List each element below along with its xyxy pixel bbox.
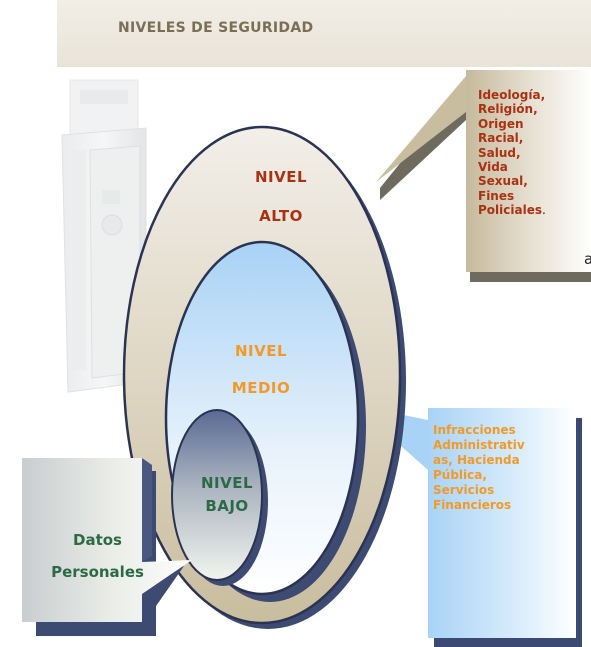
nivel-alto-line1: NIVEL [254, 168, 308, 186]
callout-alto-line: Religión, [478, 102, 538, 117]
callout-alto-period: . [541, 203, 546, 218]
title-bar [57, 0, 591, 67]
callout-alto-line: Fines [478, 188, 515, 203]
callout-medio-line: Administrativ [433, 438, 525, 452]
page-title: NIVELES DE SEGURIDAD [118, 20, 314, 36]
callout-box-alto [376, 70, 591, 282]
callout-bajo-line: Datos [73, 531, 122, 549]
callout-text-bajo: Datos Personales [30, 524, 165, 588]
callout-medio-line: Pública, [433, 468, 487, 482]
callout-alto-line: Vida [478, 160, 508, 175]
callout-alto-line: Ideología, [478, 88, 546, 102]
callout-alto-last-word: Policiales [478, 203, 542, 218]
nivel-bajo-line2: BAJO [205, 497, 249, 515]
callout-medio-line: as, Hacienda [433, 453, 520, 467]
callout-bajo-line: Personales [51, 563, 144, 581]
callout-medio-line: Financieros [433, 498, 512, 512]
callout-alto-line: Sexual, [478, 174, 528, 189]
nivel-alto-line2: ALTO [259, 207, 303, 225]
nivel-medio-line2: MEDIO [231, 379, 291, 397]
callout-medio-line: Infracciones [433, 423, 516, 437]
callout-alto-line: Racial, [478, 131, 524, 146]
callout-box-bajo [22, 458, 192, 636]
callout-alto-last-line: Policiales. [478, 203, 583, 217]
callout-text-medio: Infracciones Administrativ as, Hacienda … [433, 423, 548, 513]
stray-text: ar [584, 250, 591, 268]
nivel-bajo-line1: NIVEL [200, 474, 254, 492]
ellipse-nivel-bajo [171, 409, 268, 586]
callout-alto-line: Salud, [478, 145, 521, 160]
callout-alto-line: Origen [478, 116, 524, 131]
callout-text-alto: Ideología, Religión, Origen Racial, Salu… [478, 88, 583, 218]
nivel-medio-line1: NIVEL [234, 342, 288, 360]
callout-box-medio [355, 405, 582, 647]
callout-medio-line: Servicios [433, 483, 495, 497]
